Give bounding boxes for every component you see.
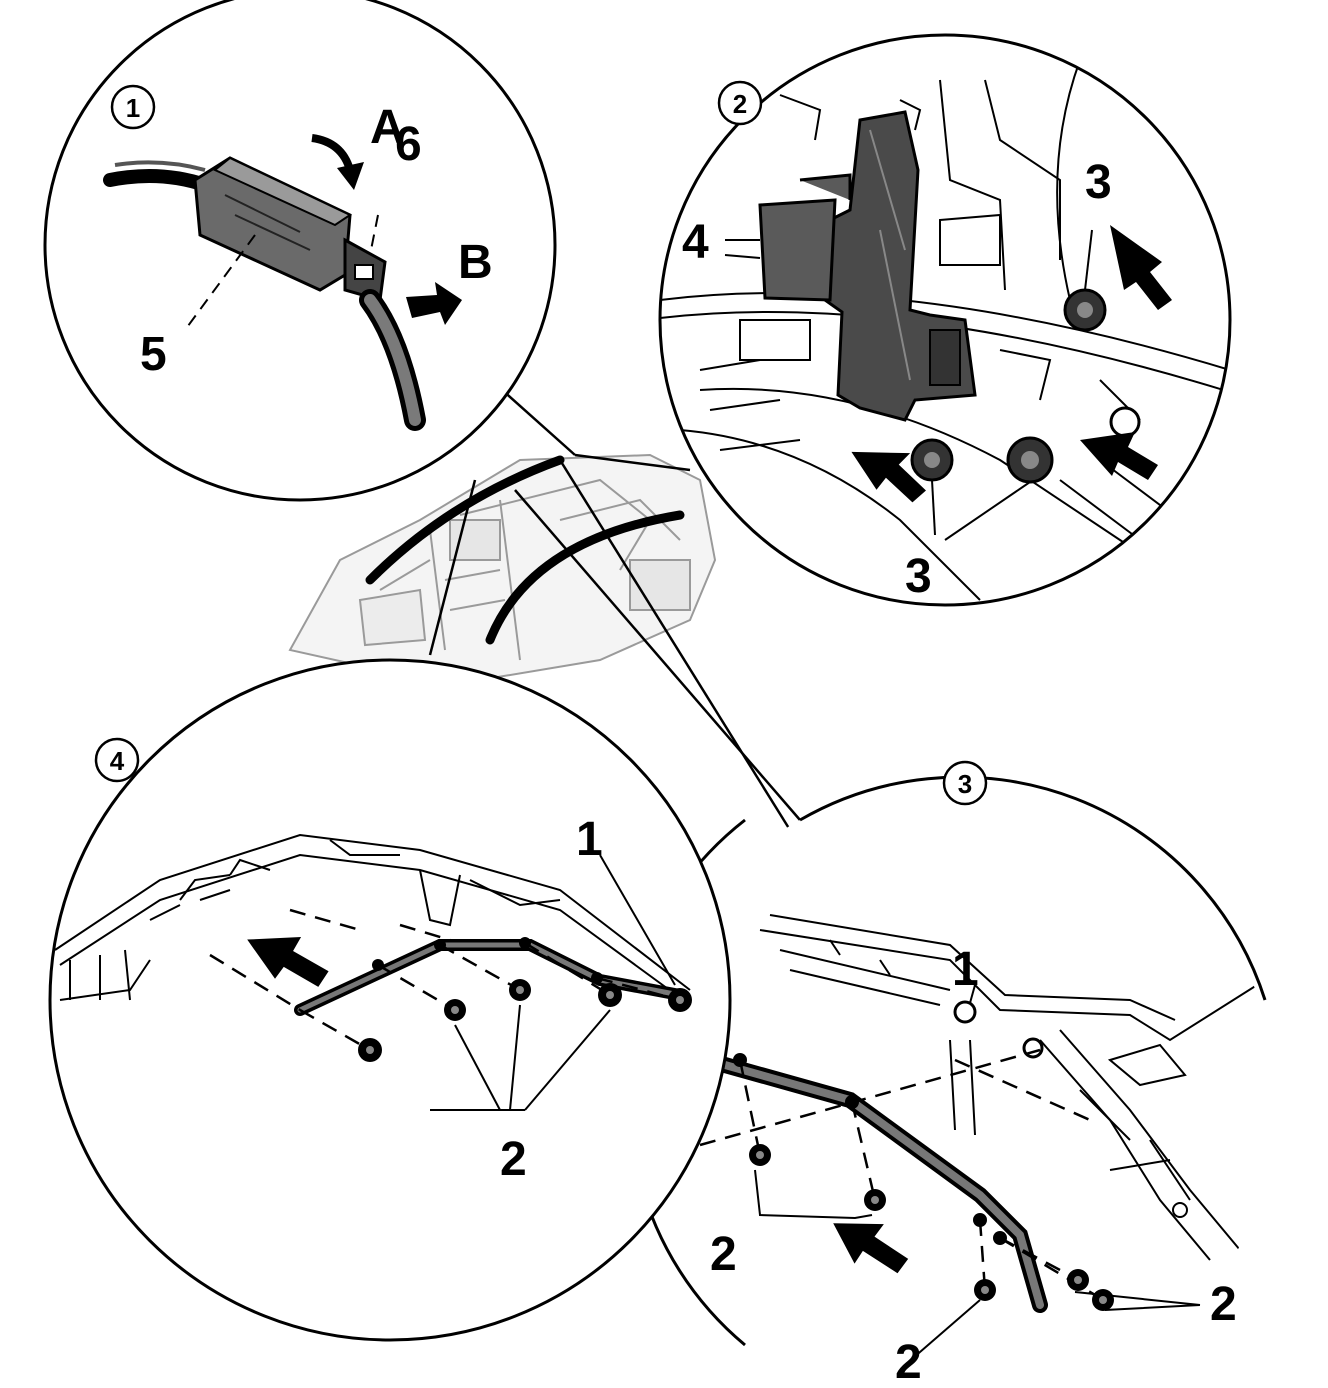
label-1: 1 <box>576 813 603 866</box>
bolt-icon <box>358 1038 382 1062</box>
nut-icon <box>1063 288 1107 332</box>
detail-1: 1 A 6 B 5 <box>43 0 557 502</box>
vehicle-overview <box>288 453 717 682</box>
connector-body <box>193 156 387 302</box>
label-6: 6 <box>395 118 422 171</box>
bolt-icon <box>509 979 531 1001</box>
control-module <box>758 110 977 422</box>
arrow-icon <box>833 1223 909 1274</box>
bolt-icon <box>444 999 466 1021</box>
detail-4: 4 1 2 <box>48 658 732 1342</box>
detail-1-badge: 1 <box>110 84 156 130</box>
label-a: A <box>370 101 405 154</box>
label-2: 2 <box>500 1133 527 1186</box>
label-5: 5 <box>140 328 167 381</box>
label-4: 4 <box>682 216 709 269</box>
bolt-icon <box>1109 406 1141 438</box>
detail-3-badge: 3 <box>942 760 988 806</box>
bracket-1 <box>953 1000 1188 1218</box>
arrow-icon <box>247 937 329 987</box>
arrow-icon <box>851 451 926 503</box>
vehicle-airbag-rails <box>365 455 685 645</box>
bolt-icon <box>668 988 692 1012</box>
svg-text:4: 4 <box>110 746 125 776</box>
label-1: 1 <box>952 943 979 996</box>
nut-icon <box>1006 436 1054 484</box>
label-2-left: 2 <box>710 1228 737 1281</box>
label-3-bottom: 3 <box>905 550 932 603</box>
detail-3: 3 1 2 2 2 <box>619 760 1275 1388</box>
arrow-icon <box>1110 225 1172 310</box>
svg-text:2: 2 <box>733 89 747 119</box>
nut-icon <box>910 438 954 482</box>
label-2-right: 2 <box>1210 1278 1237 1331</box>
arrow-icon <box>1080 432 1158 480</box>
svg-text:3: 3 <box>958 769 972 799</box>
bolt-icon <box>749 1144 771 1166</box>
svg-text:1: 1 <box>126 93 140 123</box>
arrow-b-icon <box>406 282 462 325</box>
bolt-icon <box>598 983 622 1007</box>
label-b: B <box>458 236 493 289</box>
detail-2-badge: 2 <box>717 80 763 126</box>
bolt-icon <box>974 1279 996 1301</box>
detail-4-badge: 4 <box>94 737 140 783</box>
callout-lines <box>428 387 801 831</box>
bolt-icon <box>1067 1269 1089 1291</box>
arrow-a-icon <box>311 134 364 190</box>
bolt-icon <box>1092 1289 1114 1311</box>
detail-2: 2 4 3 3 <box>658 33 1232 607</box>
bolt-icon <box>864 1189 886 1211</box>
label-2-bottom: 2 <box>895 1336 922 1388</box>
label-3-top: 3 <box>1085 156 1112 209</box>
